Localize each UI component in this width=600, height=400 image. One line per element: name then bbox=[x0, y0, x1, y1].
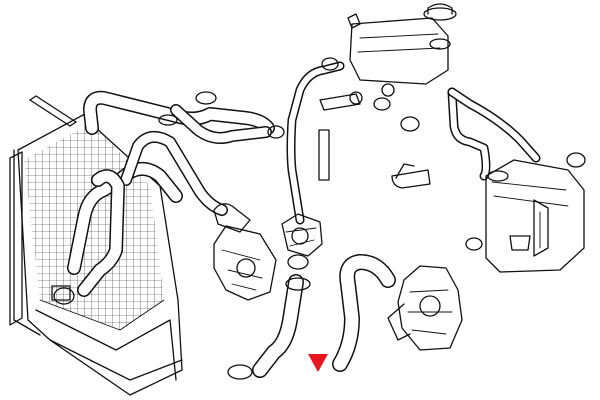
lower-return-hose bbox=[77, 169, 125, 297]
overflow-reservoir bbox=[485, 159, 585, 273]
temperature-sensor bbox=[319, 83, 395, 111]
drain-plug-icon bbox=[51, 285, 71, 301]
radiator-cap-icon bbox=[423, 7, 457, 21]
hose-clamps bbox=[53, 57, 586, 380]
heater-hose bbox=[170, 104, 272, 144]
red-arrowhead-pointer bbox=[308, 354, 328, 372]
thermostat-housing-right bbox=[387, 265, 463, 351]
bypass-hose bbox=[120, 130, 228, 216]
lower-radiator-hose bbox=[252, 274, 311, 378]
water-pump-housing bbox=[213, 203, 277, 301]
thermostat-housing bbox=[281, 213, 323, 257]
retaining-clip bbox=[391, 163, 431, 189]
tank-connecting-pipe bbox=[286, 61, 345, 225]
coolant-expansion-tank bbox=[347, 3, 457, 85]
mounting-bracket bbox=[29, 95, 77, 127]
overflow-pipe bbox=[447, 87, 541, 181]
s-shaped-hose bbox=[332, 254, 396, 372]
short-pipe bbox=[318, 129, 330, 181]
